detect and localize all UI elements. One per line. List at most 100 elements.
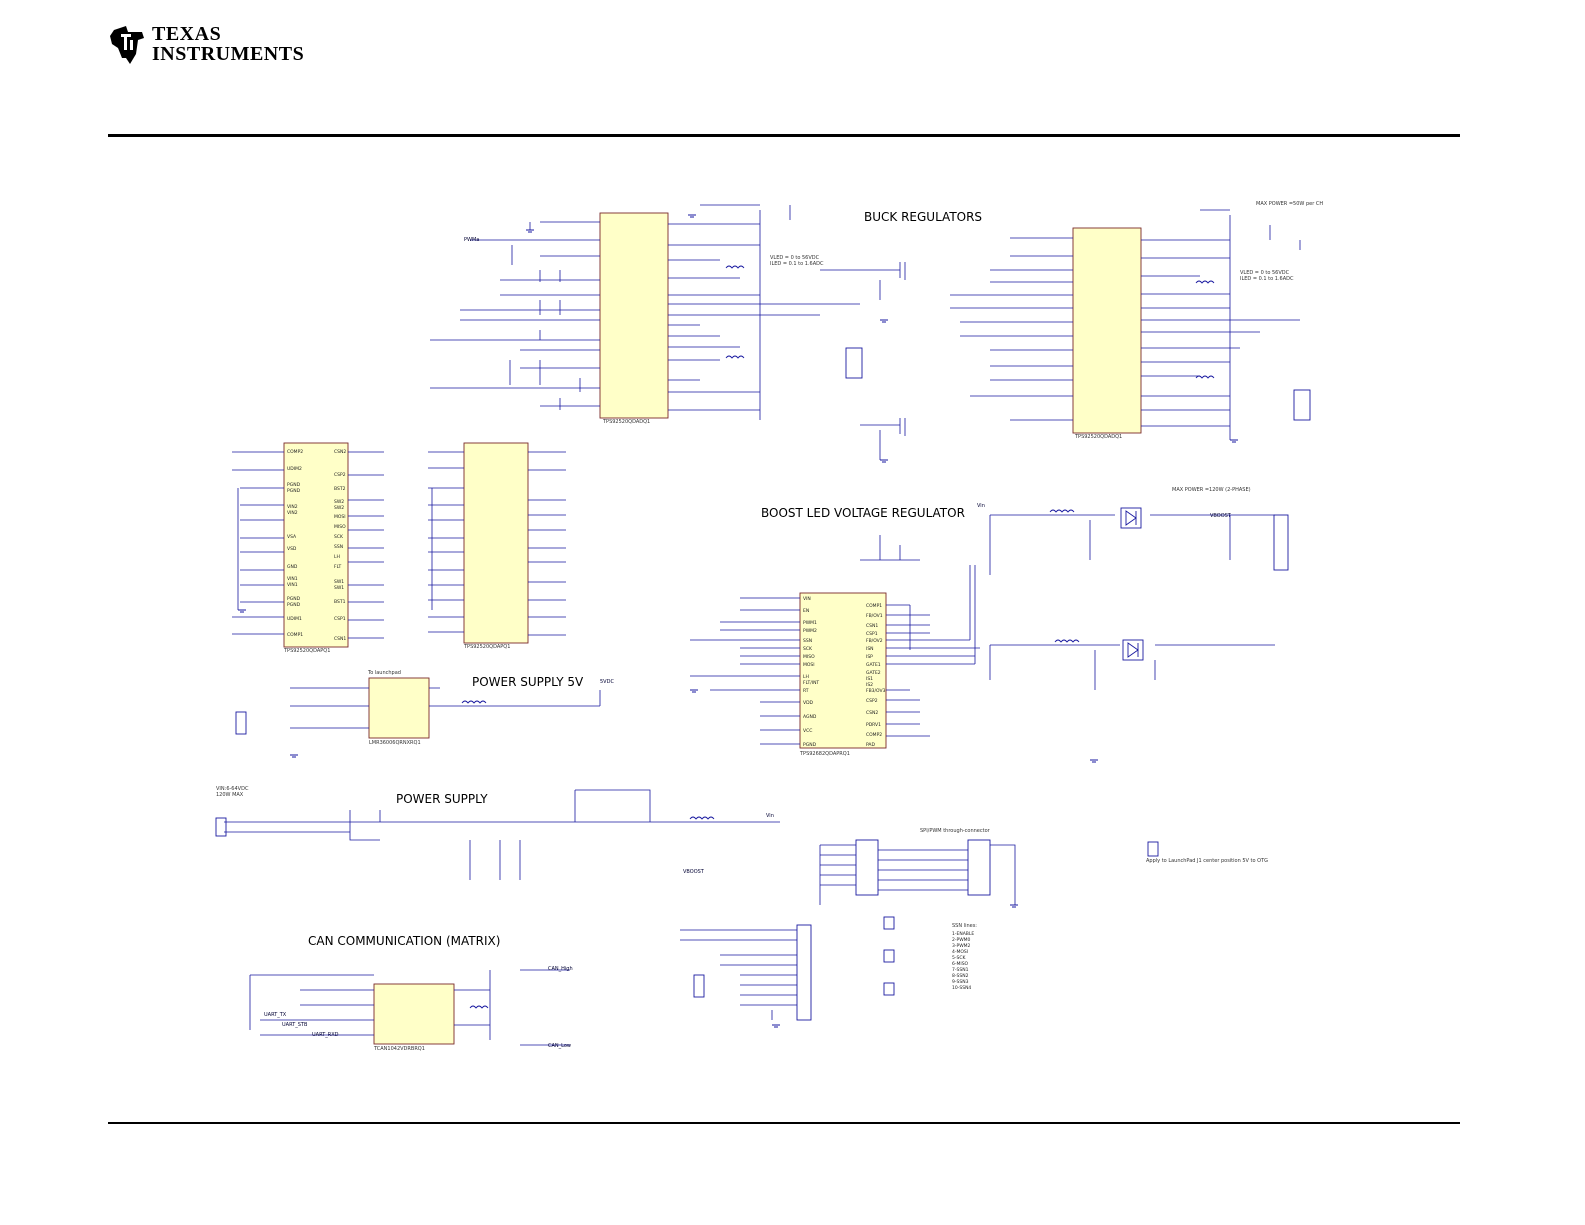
gnd-icon — [238, 609, 246, 613]
wires-left — [950, 237, 1073, 421]
ic-part-number: LMR36006QRNXRQ1 — [369, 740, 421, 746]
pin-label: VIN2 — [287, 504, 298, 510]
net-uart-tx: UART_TX — [264, 1012, 287, 1018]
ssn-item: 7-SSN1 — [952, 967, 969, 973]
note-vled-b: VLED = 0 to 56VDC — [1240, 270, 1290, 276]
ground-symbols — [238, 214, 1238, 1028]
connector-j — [215, 817, 227, 837]
ic-part-number: TCAN1042VDRBRQ1 — [373, 1046, 425, 1052]
gnd-icon — [688, 214, 696, 218]
ssn-item: 10-SSN4 — [952, 985, 971, 991]
note-max-power-ch: MAX POWER =50W per CH — [1256, 201, 1323, 207]
pin-label: COMP2 — [866, 732, 882, 738]
pin-label: PWM1 — [803, 620, 817, 626]
wires — [290, 687, 601, 729]
pin-label: VIN1 — [287, 576, 298, 582]
wires-left — [430, 221, 600, 407]
ic-part-number: TPS92520QDAPQ1 — [463, 644, 510, 650]
pin-label: VDD — [803, 700, 814, 706]
u4-pin-labels: COMP2 UDIM2 PGND PGND VIN2 VIN2 VSA VSD … — [287, 449, 346, 642]
pin-label: RT — [803, 688, 809, 694]
main-power-supply: Vin VBOOST — [215, 789, 780, 880]
pin-label: COMP2 — [287, 449, 303, 455]
title-boost-regulator: BOOST LED VOLTAGE REGULATOR — [761, 506, 965, 520]
gnd-icon — [1230, 439, 1238, 443]
ic-part-number: TPS92682QDAPRQ1 — [799, 751, 850, 757]
net-vboost: VBOOST — [683, 869, 705, 875]
net-vboost-right: VBOOST — [1210, 513, 1232, 519]
pin-label: CSP2 — [334, 472, 346, 478]
net-vin-boost: Vin — [977, 503, 985, 509]
wires-left — [428, 451, 464, 633]
note-ssn-lines: SSN lines: — [952, 923, 977, 929]
pin-label: SCK — [803, 646, 813, 652]
can-transceiver-u7: TCAN1042VDRBRQ1 CAN_High CAN_Low UART_TX… — [249, 966, 573, 1052]
wires-sense — [700, 204, 791, 420]
net-uart-stb: UART_STB — [282, 1022, 308, 1028]
note-vin-max: 120W MAX — [216, 792, 244, 798]
brand-line-1: Texas — [152, 23, 222, 45]
ssn-item: 4-MOSI — [952, 949, 968, 955]
udim-mosfets — [820, 262, 1311, 460]
connector-j-right — [967, 839, 991, 896]
pin-label: FB/OV1 — [866, 613, 883, 619]
wires-right — [528, 451, 566, 636]
inductor-symbols — [1195, 280, 1215, 379]
pin-label: BST2 — [334, 486, 346, 492]
launchpad-connector — [680, 924, 812, 1021]
note-apply-launchpad: Apply to LaunchPad J1 center position 5V… — [1146, 858, 1268, 864]
wires-left — [232, 451, 284, 635]
note-max-power-boost: MAX POWER =120W (2-PHASE) — [1172, 487, 1251, 493]
ic-part-number: TPS92520QDADQ1 — [602, 419, 650, 425]
ic-body — [599, 212, 669, 419]
vboost-testpoints — [1273, 514, 1289, 571]
buck-regulator-u2: TPS92520QDADQ1 — [950, 209, 1301, 440]
gnd-icon — [1090, 759, 1098, 763]
pin-label: PGND — [287, 602, 301, 608]
ic-body — [1072, 227, 1142, 434]
pin-label: MISO — [803, 654, 815, 660]
pin-label: GND — [287, 564, 298, 570]
pin-label: CSN2 — [334, 449, 346, 455]
u5-pin-labels: VIN EN PWM1 PWM2 SSN SCK MISO MOSI LH FL… — [803, 596, 886, 748]
wires-comp — [860, 535, 920, 561]
inductor-symbols — [725, 265, 745, 359]
gnd-icon — [880, 319, 888, 323]
title-power-supply: POWER SUPPLY — [396, 792, 488, 806]
boost-power-stage — [989, 507, 1289, 690]
ssn-item: 6-MISO — [952, 961, 969, 967]
boost-controller-u5: TPS92682QDAPRQ1 — [690, 535, 980, 757]
pin-label: FB3/OV3 — [866, 688, 886, 694]
brand-line-2: Instruments — [152, 43, 305, 65]
net-can-low: CAN_Low — [548, 1043, 571, 1049]
note-iled-a: ILED = 0.1 to 1.6ADC — [770, 261, 824, 267]
buck-regulator-u1: TPS92520QDADQ1 — [430, 204, 860, 425]
ti-state-logo-icon — [110, 26, 144, 64]
pin-label: CSN1 — [866, 623, 878, 629]
diode-symbol — [1125, 510, 1137, 526]
pin-label: LH — [803, 674, 809, 680]
pin-label: SCK — [334, 534, 344, 540]
pin-label: PGND — [287, 482, 301, 488]
connector-j — [235, 711, 247, 735]
pin-label: PAD — [866, 742, 876, 748]
brand-name: Texas Instruments — [152, 24, 304, 64]
pin-label: CSP2 — [866, 698, 878, 704]
note-vin-range: VIN:6-64VDC — [216, 786, 249, 792]
wires-left — [690, 597, 800, 745]
pin-label: MOSI — [334, 514, 346, 520]
pin-label: ISP — [866, 654, 873, 660]
connector-j — [845, 347, 863, 379]
pin-label: SW2 — [334, 499, 344, 505]
wires-sense — [1200, 209, 1301, 440]
gnd-icon — [690, 689, 698, 693]
note-iled-b: ILED = 0.1 to 1.6ADC — [1240, 276, 1294, 282]
pin-label: SSN — [803, 638, 812, 644]
connector-j — [693, 974, 705, 998]
title-buck-regulators: BUCK REGULATORS — [864, 210, 982, 224]
pin-label: VIN1 — [287, 582, 298, 588]
pin-label: EN — [803, 608, 809, 614]
pin-label: LH — [334, 554, 340, 560]
pin-label: GATE1 — [866, 662, 881, 668]
